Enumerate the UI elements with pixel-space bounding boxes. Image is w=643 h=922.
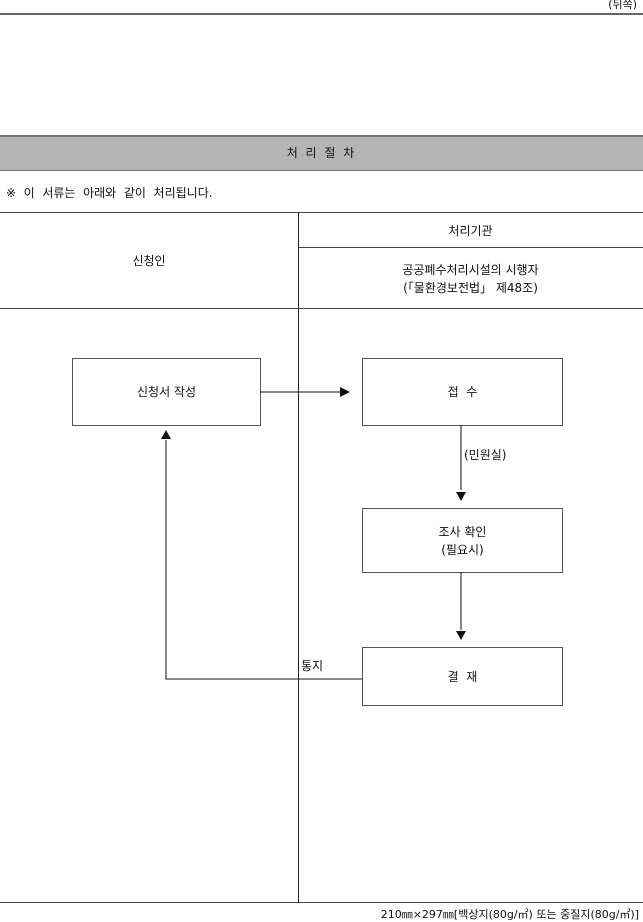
notice-text: ※ 이 서류는 아래와 같이 처리됩니다. [6, 186, 213, 200]
approval-label: 결 재 [447, 669, 478, 684]
review-label: 조사 확인 [438, 524, 487, 539]
agency-sub-rule [298, 247, 643, 248]
civil-office-label: (민원실) [464, 448, 507, 462]
notify-label: 통지 [301, 659, 324, 673]
write-application-box: 신청서 작성 [72, 358, 261, 426]
applicant-header: 신청인 [132, 254, 166, 268]
agency-name: 공공폐수처리시설의 시행자 [402, 263, 539, 277]
review-condition: (필요시) [441, 542, 484, 557]
page-label: (뒤쪽) [608, 0, 637, 11]
section-title: 처 리 절 차 [286, 146, 357, 160]
table-top-rule [0, 212, 643, 213]
paper-spec-footer: 210㎜×297㎜[백상지(80g/㎡) 또는 중질지(80g/㎡)] [380, 908, 639, 921]
bottom-rule [0, 902, 643, 903]
arrow-notify-to-applicant [165, 440, 362, 680]
arrowhead-down-icon [456, 492, 466, 501]
section-title-band [0, 135, 643, 171]
top-rule [0, 13, 643, 15]
agency-header: 처리기관 [448, 224, 493, 238]
column-divider [298, 212, 299, 902]
write-application-label: 신청서 작성 [136, 385, 196, 399]
arrowhead-up-icon [161, 430, 171, 439]
table-header-bottom-rule [0, 308, 643, 309]
arrowhead-down-icon [456, 631, 466, 640]
receipt-box: 접 수 [362, 358, 563, 426]
approval-box: 결 재 [362, 647, 563, 706]
agency-law: (「물환경보전법」 제48조) [403, 281, 538, 295]
arrowhead-right-icon [340, 387, 350, 397]
review-box: 조사 확인 (필요시) [362, 508, 563, 573]
receipt-label: 접 수 [447, 385, 478, 399]
